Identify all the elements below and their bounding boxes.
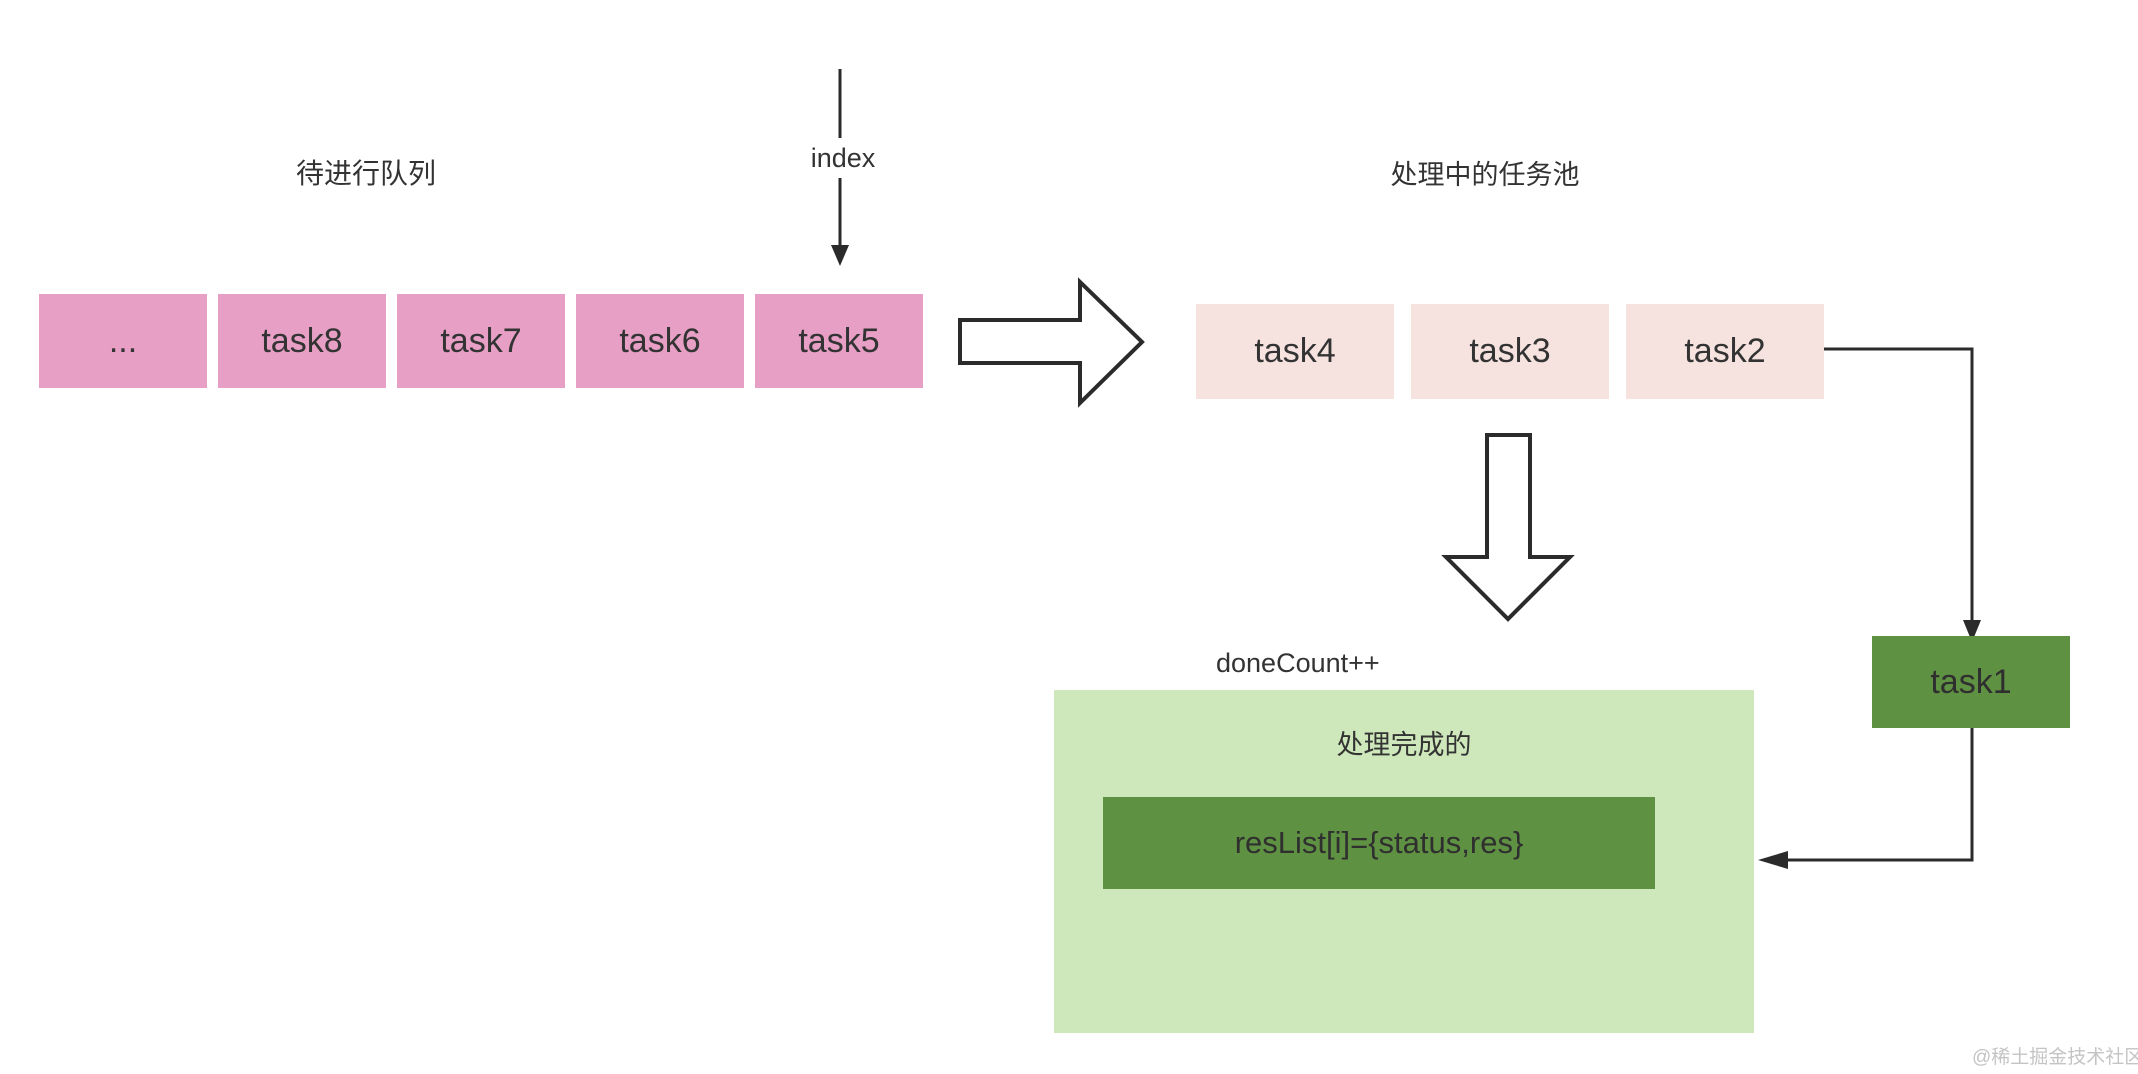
pending-queue-title: 待进行队列 — [295, 158, 436, 189]
pool-box-task4: task4 — [1196, 304, 1394, 399]
done-container: 处理完成的 resList[i]={status,res} — [1054, 690, 1754, 1033]
reslist-box: resList[i]={status,res} — [1103, 797, 1655, 889]
queue-box-task6: task6 — [576, 294, 744, 388]
done-count-label: doneCount++ — [1216, 648, 1380, 678]
active-task1-box: task1 — [1872, 636, 2070, 728]
pool-box-task2: task2 — [1626, 304, 1824, 399]
queue-box-ellipsis: ... — [39, 294, 207, 388]
watermark: @稀土掘金技术社区 — [1972, 1047, 2138, 1068]
index-label: index — [810, 143, 876, 173]
queue-box-task5: task5 — [755, 294, 923, 388]
queue-box-task7: task7 — [397, 294, 565, 388]
pool-title: 处理中的任务池 — [1390, 160, 1580, 190]
connector-task2-task1 — [1824, 347, 1981, 642]
right-block-arrow — [958, 277, 1145, 408]
queue-box-task8: task8 — [218, 294, 386, 388]
down-block-arrow — [1441, 433, 1575, 622]
connector-task1-done — [1758, 728, 1974, 869]
done-title: 处理完成的 — [1336, 730, 1472, 760]
pool-box-task3: task3 — [1411, 304, 1609, 399]
